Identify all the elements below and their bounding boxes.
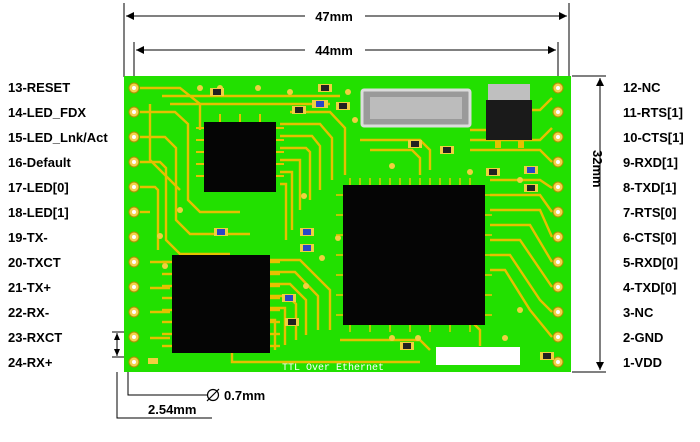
left-pin-label: 14-LED_FDX	[8, 105, 87, 120]
chip-mcu	[336, 178, 492, 332]
dim-44-label: 44mm	[315, 43, 353, 58]
pitch-label: 2.54mm	[148, 402, 196, 417]
dim-47-arrow-right	[559, 12, 567, 20]
left-pin-label: 23-RXCT	[8, 330, 63, 345]
diameter-symbol-icon	[206, 388, 220, 402]
chip-phy	[196, 114, 284, 192]
right-pin-label: 1-VDD	[623, 355, 663, 370]
label-pad	[436, 347, 520, 365]
dim-44-arrow-right	[548, 46, 556, 54]
dim-32-label: 32mm	[590, 150, 605, 188]
chip-regulator	[486, 84, 532, 148]
right-pin-label: 11-RTS[1]	[623, 105, 683, 120]
dim-47-label-bg	[305, 6, 365, 24]
right-pin-label: 9-RXD[1]	[623, 155, 678, 170]
left-pin-label: 13-RESET	[8, 80, 71, 95]
right-pin-label: 5-RXD[0]	[623, 255, 678, 270]
right-pin-label: 2-GND	[623, 330, 664, 345]
crystal	[360, 88, 472, 128]
dim-32-arrow-top	[596, 78, 604, 86]
pitch-leader	[116, 372, 212, 419]
right-pin-label: 10-CTS[1]	[623, 130, 684, 145]
right-pin-pads	[552, 82, 564, 368]
smd-components	[148, 84, 554, 364]
dim-47-arrow-left	[126, 12, 134, 20]
pitch-arrow-top	[114, 333, 120, 340]
left-pin-label: 19-TX-	[8, 230, 48, 245]
right-pin-label: 7-RTS[0]	[623, 205, 677, 220]
hole-label: 0.7mm	[224, 388, 265, 403]
left-pin-label: 15-LED_Lnk/Act	[8, 130, 108, 145]
dim-44-arrow-left	[136, 46, 144, 54]
left-pin-label: 20-TXCT	[8, 255, 61, 270]
left-pin-label: 18-LED[1]	[8, 205, 69, 220]
right-pin-label: 12-NC	[623, 80, 661, 95]
dim-32-arrow-bottom	[596, 362, 604, 370]
left-pin-pads	[128, 82, 140, 368]
right-pin-label: 6-CTS[0]	[623, 230, 677, 245]
left-pin-label: 16-Default	[8, 155, 71, 170]
board-silkscreen-text: TTL Over Ethernet	[282, 362, 384, 374]
left-pin-label: 21-TX+	[8, 280, 51, 295]
hole-leader	[127, 372, 208, 396]
dim-47-label: 47mm	[315, 9, 353, 24]
right-pin-label: 8-TXD[1]	[623, 180, 677, 195]
pitch-arrow-bottom	[114, 349, 120, 356]
right-pin-label: 4-TXD[0]	[623, 280, 677, 295]
dim-44-label-bg	[305, 41, 365, 59]
left-pin-label: 17-LED[0]	[8, 180, 69, 195]
left-pin-label: 22-RX-	[8, 305, 50, 320]
left-pin-label: 24-RX+	[8, 355, 53, 370]
chip-magnetics	[162, 255, 280, 353]
right-pin-label: 3-NC	[623, 305, 654, 320]
diameter-slash-icon	[206, 388, 220, 402]
